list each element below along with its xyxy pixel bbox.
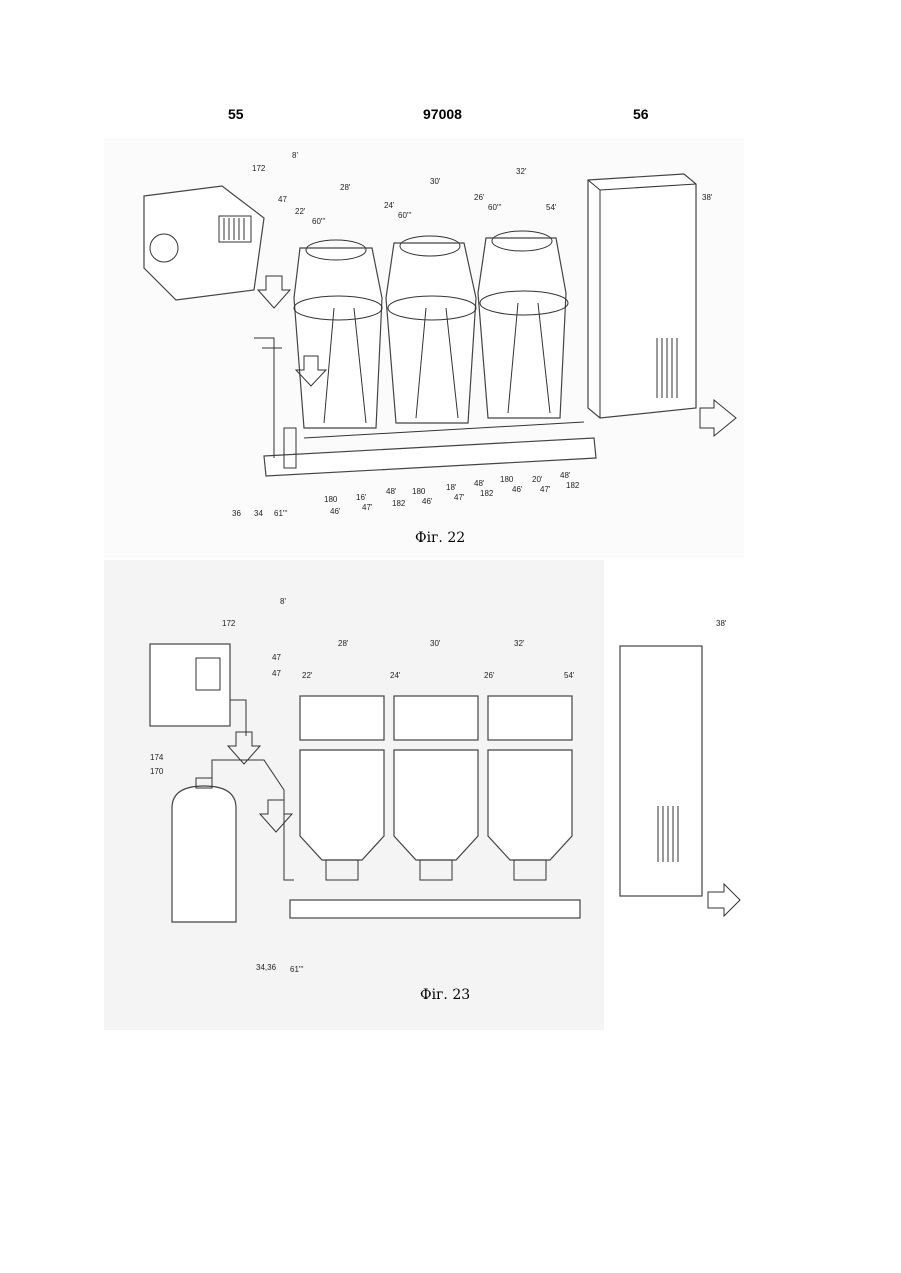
svg-text:34: 34	[254, 509, 263, 518]
unit-172	[144, 186, 264, 300]
svg-text:61''': 61'''	[274, 509, 288, 518]
cylinder-170	[172, 778, 236, 922]
svg-text:47': 47'	[454, 493, 465, 502]
svg-text:24': 24'	[390, 671, 401, 680]
svg-text:34,36: 34,36	[256, 963, 277, 972]
svg-text:48': 48'	[560, 471, 571, 480]
svg-text:32': 32'	[516, 167, 527, 176]
figure-23-drawing: 8' 172 28' 30' 32' 54' 47 47 22' 24' 26' 174 170…	[104, 560, 604, 1030]
tank-30	[386, 236, 476, 423]
tank-30	[394, 696, 478, 880]
svg-text:26': 26'	[474, 193, 485, 202]
cabinet-38	[588, 174, 736, 436]
svg-text:60''': 60'''	[488, 203, 502, 212]
base-frame	[290, 900, 580, 918]
svg-text:61''': 61'''	[290, 965, 304, 974]
svg-text:8': 8'	[292, 151, 298, 160]
svg-text:30': 30'	[430, 177, 441, 186]
tank-28	[294, 240, 382, 428]
svg-text:38': 38'	[702, 193, 713, 202]
svg-text:32': 32'	[514, 639, 525, 648]
svg-text:180: 180	[412, 487, 426, 496]
page-number-right: 56	[633, 106, 649, 122]
svg-text:182: 182	[480, 489, 494, 498]
svg-text:24': 24'	[384, 201, 395, 210]
arrow-down-icon	[228, 732, 260, 764]
arrow-down-icon	[258, 276, 290, 308]
svg-text:47': 47'	[540, 485, 551, 494]
svg-text:28': 28'	[338, 639, 349, 648]
svg-text:22': 22'	[302, 671, 313, 680]
svg-text:20': 20'	[532, 475, 543, 484]
svg-text:182: 182	[392, 499, 406, 508]
svg-text:54': 54'	[546, 203, 557, 212]
svg-text:18': 18'	[446, 483, 457, 492]
svg-text:30': 30'	[430, 639, 441, 648]
svg-text:174: 174	[150, 753, 164, 762]
figure-22-drawing: 1728'28' 30'32'38' 4722'60''' 24'60'''26…	[104, 138, 744, 558]
svg-text:38': 38'	[716, 619, 727, 628]
tank-32	[478, 231, 568, 418]
patent-number: 97008	[423, 106, 462, 122]
svg-text:26': 26'	[484, 671, 495, 680]
svg-text:47: 47	[278, 195, 287, 204]
svg-text:172: 172	[222, 619, 236, 628]
page-number-left: 55	[228, 106, 244, 122]
svg-text:47: 47	[272, 669, 281, 678]
svg-text:22': 22'	[295, 207, 306, 216]
svg-text:16': 16'	[356, 493, 367, 502]
svg-text:47: 47	[272, 653, 281, 662]
svg-text:47': 47'	[362, 503, 373, 512]
svg-text:172: 172	[252, 164, 266, 173]
tank-32	[488, 696, 572, 880]
svg-text:180: 180	[500, 475, 514, 484]
svg-text:46': 46'	[330, 507, 341, 516]
svg-text:60''': 60'''	[312, 217, 326, 226]
svg-text:8': 8'	[280, 597, 286, 606]
svg-text:60''': 60'''	[398, 211, 412, 220]
svg-text:36: 36	[232, 509, 241, 518]
tank-28	[300, 696, 384, 880]
svg-text:46': 46'	[422, 497, 433, 506]
figure-23-caption: Фіг. 23	[420, 987, 470, 1003]
arrow-down-icon	[260, 800, 292, 832]
svg-text:54': 54'	[564, 671, 575, 680]
svg-text:182: 182	[566, 481, 580, 490]
cabinet-38-fig23: 38'	[604, 600, 754, 930]
svg-text:180: 180	[324, 495, 338, 504]
unit-172	[150, 644, 230, 726]
svg-text:170: 170	[150, 767, 164, 776]
svg-text:46': 46'	[512, 485, 523, 494]
figure-22-caption: Фіг. 22	[415, 530, 465, 546]
svg-text:48': 48'	[474, 479, 485, 488]
svg-text:28': 28'	[340, 183, 351, 192]
svg-text:48': 48'	[386, 487, 397, 496]
